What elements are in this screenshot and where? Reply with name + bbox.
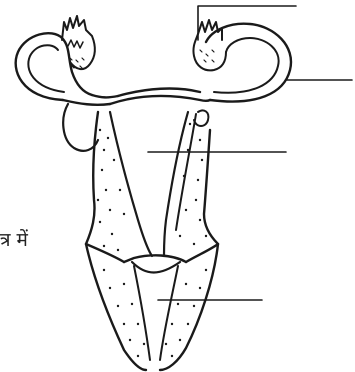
- vagina-left-wall: [86, 244, 146, 370]
- right-ovary-inner: [214, 38, 279, 93]
- cervix-inner: [132, 262, 180, 273]
- uterus-right-inner-2: [176, 114, 196, 230]
- vagina-inner-left: [134, 266, 150, 360]
- uterus-right-wall: [186, 130, 218, 262]
- uterus-fundus: [110, 89, 210, 104]
- uterus-left-inner: [110, 112, 152, 256]
- caption-fragment: त्र में: [0, 231, 28, 250]
- left-ovary-inner: [28, 45, 64, 92]
- vagina-inner-right: [160, 266, 178, 360]
- tissue-stippling: [97, 123, 207, 357]
- left-ovary-dots: [70, 58, 84, 68]
- cervix-top: [124, 255, 186, 262]
- left-fimbriae-inner: [68, 40, 83, 48]
- uterus-left-wall: [86, 112, 124, 262]
- right-ovary-dots: [200, 50, 214, 62]
- left-descending-loop: [63, 104, 98, 151]
